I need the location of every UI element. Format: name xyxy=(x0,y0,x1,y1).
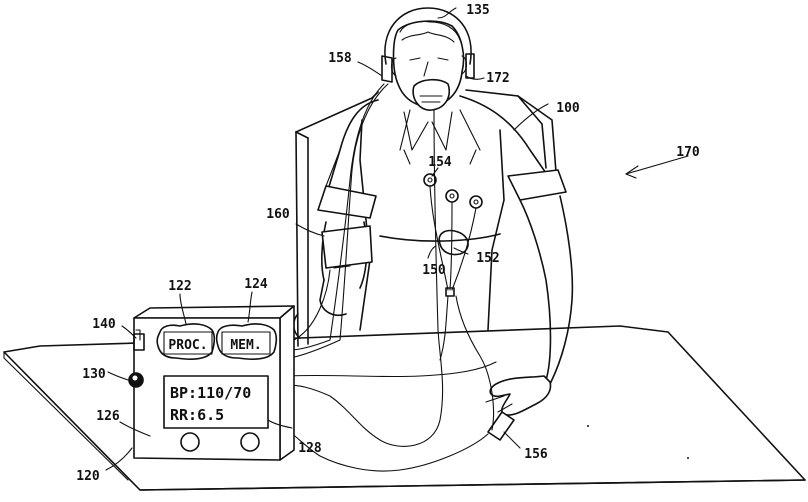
chest-strap xyxy=(439,231,468,255)
ref-150: 150 xyxy=(422,263,446,278)
proc-label: PROC. xyxy=(168,338,207,353)
mem-button[interactable]: MEM. xyxy=(217,324,277,359)
table xyxy=(4,326,805,490)
front-button-left[interactable] xyxy=(181,433,199,451)
ref-160: 160 xyxy=(266,207,290,222)
ref-152: 152 xyxy=(476,251,499,266)
ref-154: 154 xyxy=(428,155,452,170)
speck xyxy=(687,457,689,459)
ref-135: 135 xyxy=(466,3,489,18)
ref-124: 124 xyxy=(244,277,268,292)
ref-156: 156 xyxy=(524,447,548,462)
display-line-rr: RR:6.5 xyxy=(170,406,224,424)
proc-button[interactable]: PROC. xyxy=(157,324,214,359)
ref-120: 120 xyxy=(76,469,100,484)
speck xyxy=(587,425,589,427)
ref-140: 140 xyxy=(92,317,116,332)
display-line-bp: BP:110/70 xyxy=(170,384,251,402)
mem-label: MEM. xyxy=(230,338,261,353)
ref-122: 122 xyxy=(168,279,191,294)
ref-130: 130 xyxy=(82,367,106,382)
cables xyxy=(288,84,496,471)
finger-sensor xyxy=(488,412,514,440)
display-screen: BP:110/70 RR:6.5 xyxy=(164,376,268,428)
front-button-right[interactable] xyxy=(241,433,259,451)
ref-126: 126 xyxy=(96,409,120,424)
ref-128: 128 xyxy=(298,441,322,456)
ref-158: 158 xyxy=(328,51,352,66)
ref-100: 100 xyxy=(556,101,580,116)
ref-172: 172 xyxy=(486,71,509,86)
ref-170: 170 xyxy=(676,145,700,160)
person xyxy=(318,8,572,415)
